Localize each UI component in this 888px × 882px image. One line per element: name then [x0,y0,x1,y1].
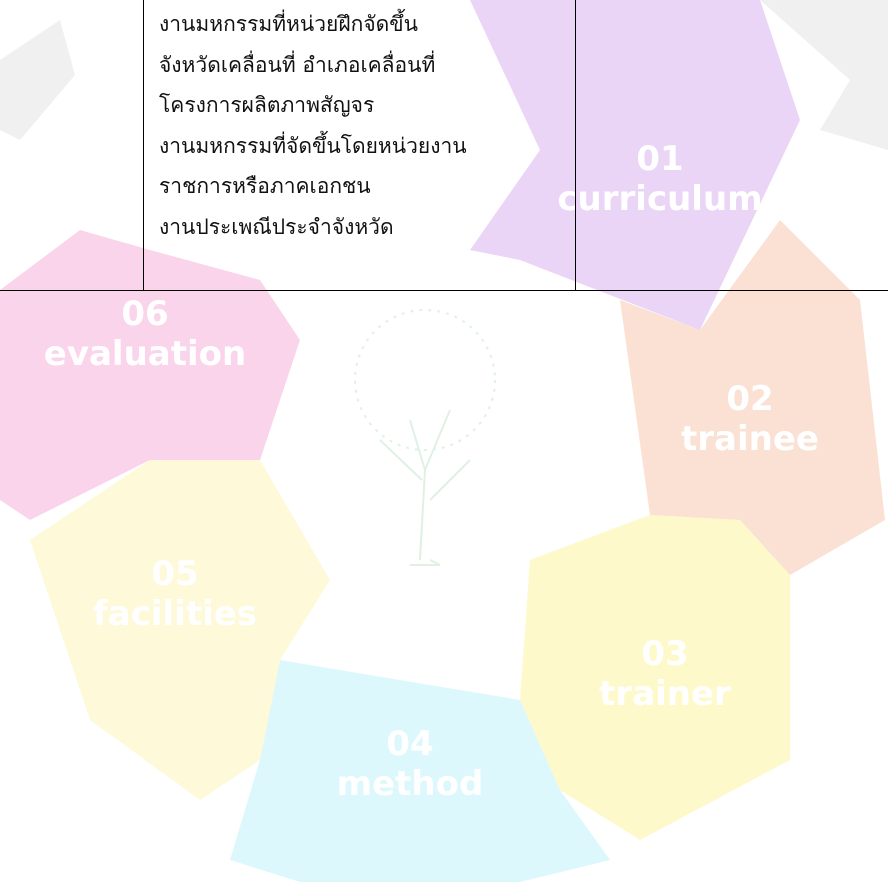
table-line: งานมหกรรมที่หน่วยฝึกจัดขึ้น [159,12,419,36]
table-cell-text: งานมหกรรมที่หน่วยฝึกจัดขึ้น จังหวัดเคลื่… [145,0,576,290]
segment-05-number: 05 [151,554,198,594]
corner-mark-left [0,20,75,140]
segment-07-name: communication [183,124,476,164]
segment-06-name: evaluation [44,334,246,374]
segment-06-shape [0,230,300,520]
text-lines: งานมหกรรมที่หน่วยฝึกจัดขึ้น จังหวัดเคลื่… [159,4,467,247]
corner-mark-right [760,0,888,150]
segment-02-name: trainee [681,419,819,459]
segment-02-shape [620,220,885,575]
segment-01-number: 01 [636,139,683,179]
segment-04-number: 04 [386,724,433,764]
segment-05-name: facilities [93,594,257,634]
segment-01-shape [470,0,800,330]
table-line: ราชการหรือภาคเอกชน [159,174,371,198]
segment-03-name: trainer [599,674,731,714]
table-line: โครงการผลิตภาพสัญจร [159,93,375,117]
table-line: งานประเพณีประจำจังหวัด [159,214,394,239]
segment-03-number: 03 [641,634,688,674]
segment-04-shape [230,660,610,882]
table-cell-left [0,0,144,290]
table-line: งานมหกรรมที่จัดขึ้นโดยหน่วยงาน [159,133,467,158]
tree-icon [354,309,496,566]
table-cell-right [577,0,888,290]
segment-04-name: method [337,764,484,804]
segment-07-number: 07 [306,84,353,124]
table-row-border [0,290,888,291]
segment-05-shape [30,460,330,800]
table-line: จังหวัดเคลื่อนที่ อำเภอเคลื่อนที่ [159,52,436,77]
segment-02-number: 02 [726,379,773,419]
table-fragment: งานมหกรรมที่หน่วยฝึกจัดขึ้น จังหวัดเคลื่… [0,0,888,292]
segment-03-shape [520,515,790,840]
segment-01-name: curriculum [557,179,762,219]
segment-06-number: 06 [121,294,168,334]
